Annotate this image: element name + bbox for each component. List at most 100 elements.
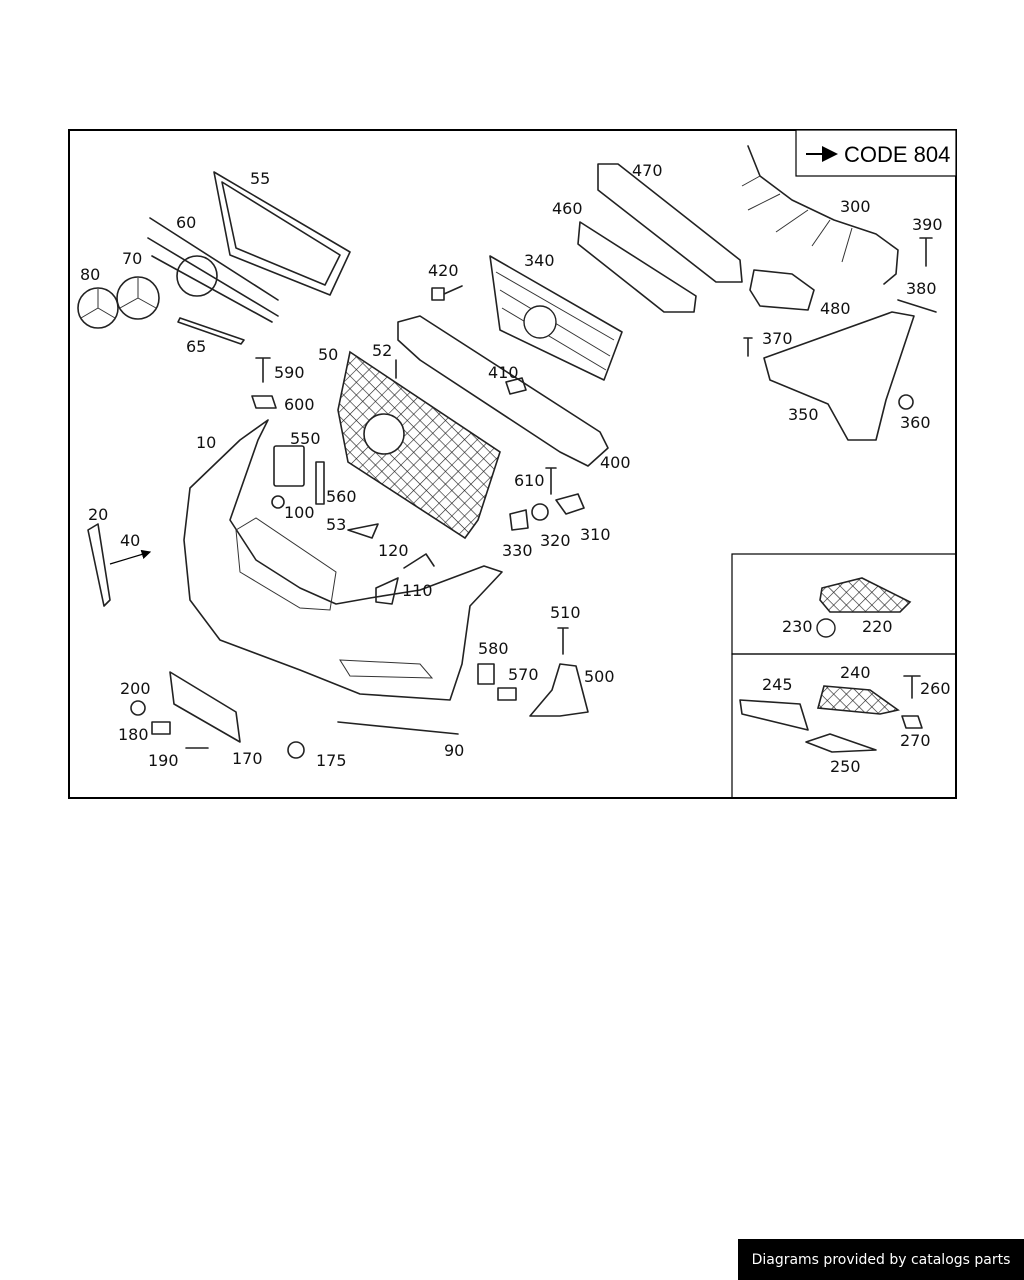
part-120-sensor-wire xyxy=(403,553,435,569)
callout-310: 310 xyxy=(580,525,611,544)
part-590-screw xyxy=(255,357,271,383)
part-70-star xyxy=(119,278,157,309)
callout-480: 480 xyxy=(820,299,851,318)
part-270-nut xyxy=(901,715,923,729)
callout-380: 380 xyxy=(906,279,937,298)
part-350-side-bracket xyxy=(763,311,915,441)
callout-460: 460 xyxy=(552,199,583,218)
callout-245: 245 xyxy=(762,675,793,694)
part-560-bracket xyxy=(315,461,325,505)
part-70-star-emblem xyxy=(116,276,160,320)
callout-360: 360 xyxy=(900,413,931,432)
part-340-grille xyxy=(489,255,623,381)
part-10-bumper-grille-opening xyxy=(235,517,337,611)
callout-180: 180 xyxy=(118,725,149,744)
callout-320: 320 xyxy=(540,531,571,550)
part-170-plate-holder xyxy=(169,671,241,743)
part-200-clip xyxy=(130,700,146,716)
part-100-washer xyxy=(271,495,285,509)
callout-40: 40 xyxy=(120,531,140,550)
part-370-screw xyxy=(743,337,753,357)
callout-610: 610 xyxy=(514,471,545,490)
callout-470: 470 xyxy=(632,161,663,180)
callout-420: 420 xyxy=(428,261,459,280)
part-10-bumper-lower-intake xyxy=(339,659,434,679)
part-65-trim-strip xyxy=(177,317,245,345)
callout-340: 340 xyxy=(524,251,555,270)
part-10-front-bumper xyxy=(183,419,503,701)
part-20-side-trim xyxy=(87,523,111,607)
callout-70: 70 xyxy=(122,249,142,268)
part-220-fog-lamp-grille xyxy=(819,577,912,613)
callout-20: 20 xyxy=(88,505,108,524)
callout-50: 50 xyxy=(318,345,338,364)
callout-100: 100 xyxy=(284,503,315,522)
part-80-star xyxy=(80,289,116,319)
part-230-fog-lamp xyxy=(816,618,836,638)
part-50-grille-emblem xyxy=(363,413,405,455)
part-320-seal-ring xyxy=(531,503,549,521)
callout-200: 200 xyxy=(120,679,151,698)
part-250-lamp-trim xyxy=(805,733,877,753)
callout-300: 300 xyxy=(840,197,871,216)
callout-65: 65 xyxy=(186,337,206,356)
callout-240: 240 xyxy=(840,663,871,682)
callout-410: 410 xyxy=(488,363,519,382)
part-610-screw xyxy=(545,467,557,495)
part-400-support-bracket xyxy=(397,315,609,467)
part-500-bracket xyxy=(529,663,589,717)
part-390-screw xyxy=(919,237,933,267)
callout-600: 600 xyxy=(284,395,315,414)
part-580-nut xyxy=(477,663,495,685)
callout-60: 60 xyxy=(176,213,196,232)
callout-510: 510 xyxy=(550,603,581,622)
part-60-emblem-ring xyxy=(176,255,218,297)
callout-90: 90 xyxy=(444,741,464,760)
credit-banner: Diagrams provided by catalogs parts xyxy=(738,1239,1024,1280)
callout-330: 330 xyxy=(502,541,533,560)
part-340-grille-emblem xyxy=(523,305,557,339)
part-380-strip xyxy=(897,299,937,313)
part-420-clip xyxy=(431,285,463,301)
part-330-sensor-holder xyxy=(509,509,529,531)
callout-260: 260 xyxy=(920,679,951,698)
callout-550: 550 xyxy=(290,429,321,448)
part-175-clip xyxy=(287,741,305,759)
callout-400: 400 xyxy=(600,453,631,472)
callout-220: 220 xyxy=(862,617,893,636)
callout-270: 270 xyxy=(900,731,931,750)
part-240-side-grille xyxy=(816,685,900,715)
callout-390: 390 xyxy=(912,215,943,234)
part-300-wiring-harness xyxy=(747,145,899,285)
part-110-cover xyxy=(375,577,399,605)
part-60-grille-bars xyxy=(147,217,279,323)
part-510-screw xyxy=(557,627,569,655)
callout-590: 590 xyxy=(274,363,305,382)
part-53-cap xyxy=(347,523,379,539)
part-470-impact-beam xyxy=(597,163,743,283)
callout-250: 250 xyxy=(830,757,861,776)
callout-120: 120 xyxy=(378,541,409,560)
callout-170: 170 xyxy=(232,749,263,768)
callout-110: 110 xyxy=(402,581,433,600)
callout-52: 52 xyxy=(372,341,392,360)
callout-500: 500 xyxy=(584,667,615,686)
part-40-arrow xyxy=(109,549,152,565)
code-label: CODE 804 xyxy=(844,142,950,167)
inset-panel-240 xyxy=(731,653,957,799)
callout-175: 175 xyxy=(316,751,347,770)
callout-80: 80 xyxy=(80,265,100,284)
callout-10: 10 xyxy=(196,433,216,452)
callout-560: 560 xyxy=(326,487,357,506)
callout-350: 350 xyxy=(788,405,819,424)
part-180-clip xyxy=(151,721,171,735)
part-50-main-grille xyxy=(337,350,501,540)
part-550-control-unit xyxy=(273,445,305,487)
callout-370: 370 xyxy=(762,329,793,348)
part-600-clip xyxy=(251,395,277,409)
part-360-clip xyxy=(898,394,914,410)
part-80-star-emblem xyxy=(77,287,119,329)
part-310-parking-sensor xyxy=(555,493,585,515)
part-300-harness-branches xyxy=(741,175,853,263)
